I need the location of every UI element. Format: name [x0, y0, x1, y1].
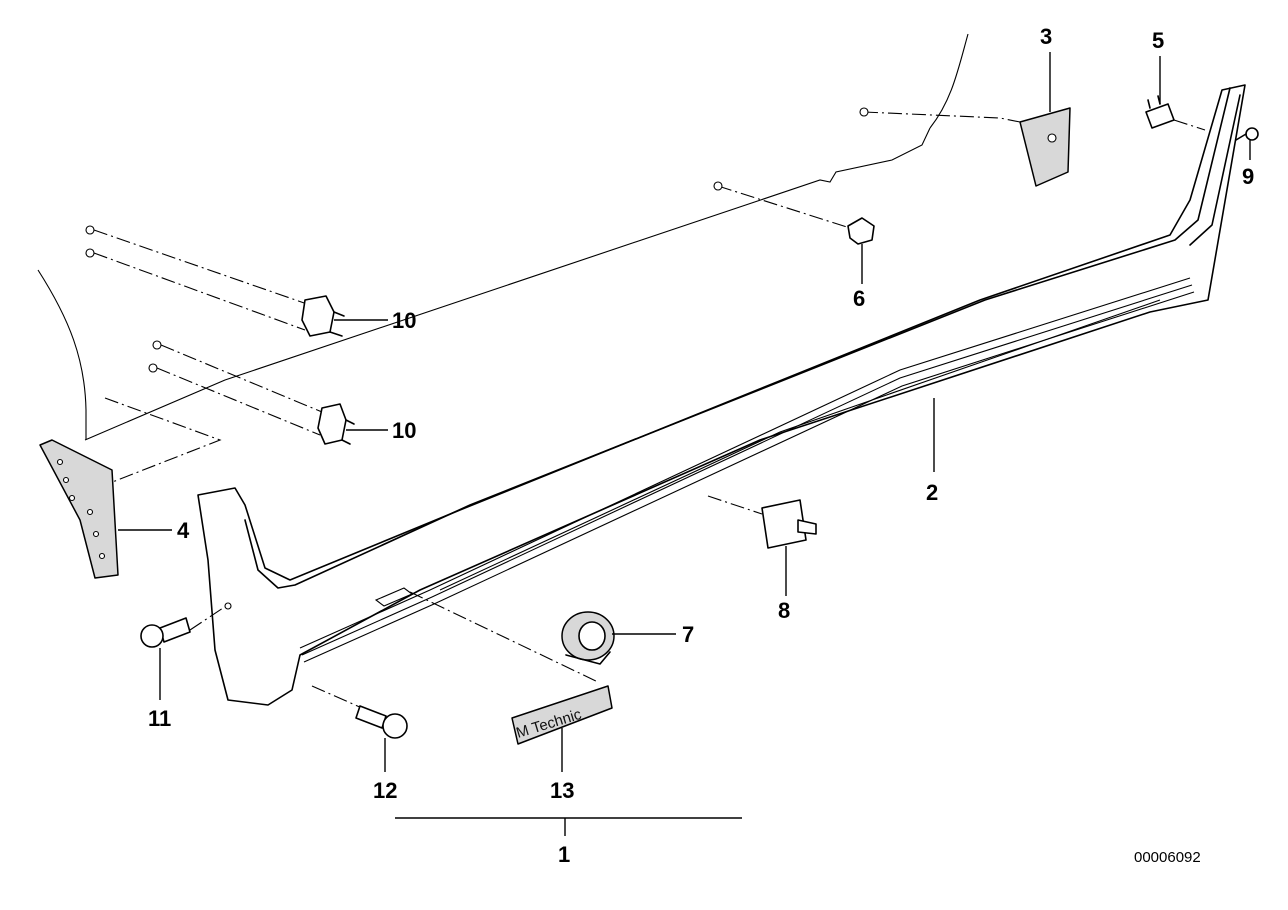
clip-pair-10-lower: [148, 340, 355, 445]
callout-8: 8: [778, 598, 790, 623]
callout-12: 12: [373, 778, 397, 803]
callout-13: 13: [550, 778, 574, 803]
clip-5: [1145, 95, 1206, 131]
callout-3: 3: [1040, 24, 1052, 49]
callout-9: 9: [1242, 164, 1254, 189]
body-outline: [37, 33, 969, 491]
callout-1: 1: [558, 842, 570, 867]
trim-plate-3: [859, 107, 1071, 187]
callout-6: 6: [853, 286, 865, 311]
leader-lines: [118, 52, 1251, 836]
callout-10-lower: 10: [392, 418, 416, 443]
bracket-plate-4: [39, 439, 119, 579]
callout-5: 5: [1152, 28, 1164, 53]
callout-10-upper: 10: [392, 308, 416, 333]
drawing-code: 00006092: [1134, 849, 1201, 866]
screw-12: [311, 685, 408, 739]
seal-7: [561, 611, 615, 665]
side-sill-panel: [197, 84, 1246, 706]
mount-clip-8: [707, 495, 817, 549]
clip-pair-10-upper: [85, 225, 345, 337]
screw-9: [1235, 127, 1259, 141]
callout-7: 7: [682, 622, 694, 647]
callout-2: 2: [926, 480, 938, 505]
callout-numbers: 3 5 9 6 10 10 2 4 7 8 11 12 13 1: [148, 24, 1254, 867]
callout-4: 4: [177, 518, 190, 543]
grommet-6: [713, 181, 875, 245]
screw-11: [140, 602, 232, 648]
callout-11: 11: [148, 706, 171, 731]
